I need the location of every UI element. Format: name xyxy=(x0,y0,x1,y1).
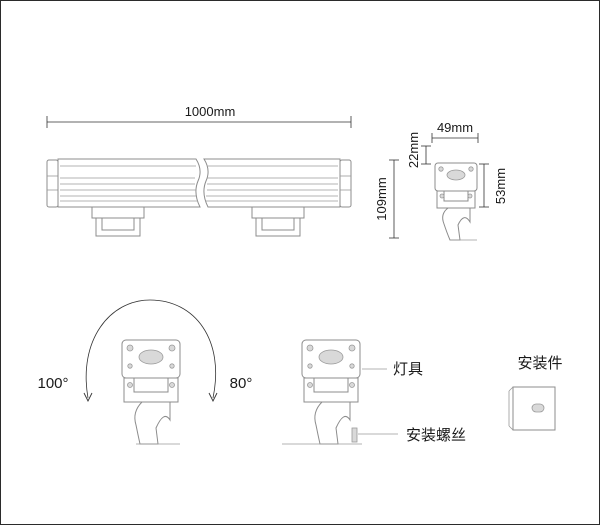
rotation-arrow-right xyxy=(208,392,218,403)
length-label: 1000mm xyxy=(185,104,236,119)
total-height-label: 109mm xyxy=(374,177,389,220)
right-end-cap xyxy=(339,159,352,208)
right-angle-label: 80° xyxy=(230,375,253,392)
end-view-profile xyxy=(434,162,478,241)
mounting-slot xyxy=(531,403,545,413)
mounting-part-view: 安装件 xyxy=(508,354,563,431)
labeled-view: 灯具 安装螺丝 xyxy=(282,339,466,445)
rotation-arc xyxy=(85,299,217,399)
left-end-cap xyxy=(46,159,59,208)
side-bracket-right xyxy=(251,206,305,237)
end-view-dimensioned: 49mm 22mm 109mm 53mm xyxy=(374,120,508,241)
rotation-arrow-left xyxy=(83,392,93,403)
side-view-lamp: 1000mm xyxy=(46,104,352,237)
screw-icon xyxy=(351,427,358,443)
labeled-fixture xyxy=(282,339,362,445)
lamp-body-ribs xyxy=(60,165,338,202)
mounting-part-label: 安装件 xyxy=(517,354,562,372)
rotation-view: 100° 80° xyxy=(37,299,253,445)
top-height-label: 22mm xyxy=(406,132,421,168)
mounting-screw-label: 安装螺丝 xyxy=(406,426,466,444)
side-bracket-left xyxy=(91,206,145,237)
body-height-label: 53mm xyxy=(493,168,508,204)
left-angle-label: 100° xyxy=(37,375,68,392)
fixture-label: 灯具 xyxy=(393,360,423,378)
width-label: 49mm xyxy=(437,120,473,135)
lamp-body-right xyxy=(203,158,341,208)
lamp-body-left xyxy=(57,158,201,208)
rotation-fixture xyxy=(121,339,181,445)
length-dimension: 1000mm xyxy=(46,104,352,128)
